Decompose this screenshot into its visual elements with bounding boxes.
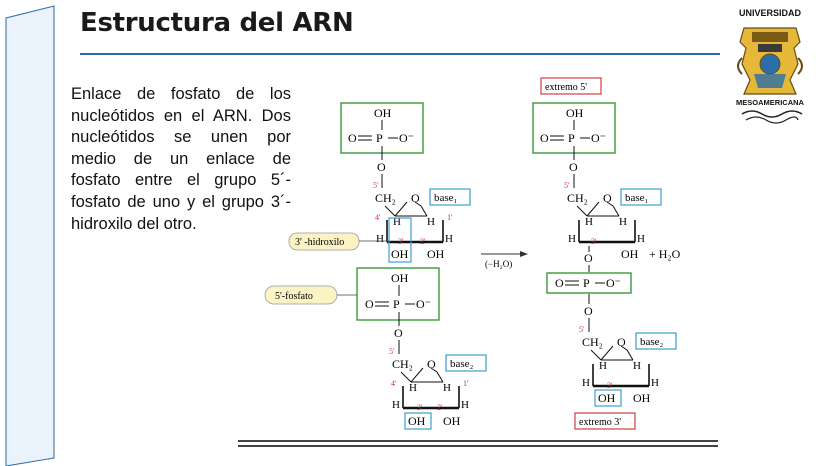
o-ring-label: O bbox=[617, 335, 626, 349]
base2-label: base₂ bbox=[640, 336, 664, 348]
oh-label: OH bbox=[427, 247, 445, 261]
p-label: P bbox=[376, 131, 383, 145]
title-rule bbox=[80, 53, 720, 55]
o-label: O bbox=[348, 131, 357, 145]
p-label: P bbox=[393, 297, 400, 311]
oh-label: OH bbox=[374, 106, 392, 120]
bottom-rule bbox=[238, 440, 718, 442]
h-label: H bbox=[585, 216, 593, 228]
slide-title: Estructura del ARN bbox=[80, 8, 354, 38]
oh-label: OH bbox=[408, 414, 426, 428]
oh-label: OH bbox=[633, 391, 651, 405]
prime-3-label: 3' bbox=[607, 381, 613, 390]
o-ring-label: O bbox=[411, 191, 420, 205]
extremo5-box bbox=[540, 77, 602, 95]
ch2-label: CH₂ bbox=[582, 335, 603, 349]
base-box bbox=[620, 188, 662, 206]
logo-top-text: UNIVERSIDAD bbox=[738, 8, 801, 18]
h-label: H bbox=[619, 216, 627, 228]
hydroxyl-box bbox=[404, 412, 432, 430]
prime-4-label: 4' bbox=[375, 213, 381, 222]
ch2-label: CH₂ bbox=[375, 191, 396, 205]
oh-label: OH bbox=[391, 271, 409, 285]
prime-5-label: 5' bbox=[373, 181, 379, 190]
h-label: H bbox=[443, 382, 451, 394]
oh-label: OH bbox=[391, 247, 409, 261]
decorative-shape bbox=[5, 5, 55, 466]
hydroxyl-box bbox=[388, 217, 412, 263]
o-label: O bbox=[555, 276, 564, 290]
hidroxilo-label-box bbox=[288, 232, 360, 251]
prime-1-label: 1' bbox=[463, 379, 469, 388]
o-label: O bbox=[584, 251, 593, 265]
h-label: H bbox=[392, 399, 400, 411]
university-logo: UNIVERSIDAD MESOAMERICANA bbox=[722, 8, 818, 128]
reaction-label: (−H₂O) bbox=[485, 259, 512, 269]
extremo5-label: extremo 5' bbox=[545, 82, 587, 93]
o-label: O bbox=[365, 297, 374, 311]
prime-3-label: 3' bbox=[417, 403, 423, 412]
o-label: O bbox=[540, 131, 549, 145]
h-label: H bbox=[637, 233, 645, 245]
base-box bbox=[635, 332, 677, 350]
oh-label: OH bbox=[443, 414, 461, 428]
prime-3-label: 3' bbox=[398, 237, 404, 246]
hidroxilo-label: 3' -hidroxilo bbox=[295, 237, 344, 248]
plus-water-label: + H₂O bbox=[649, 247, 681, 261]
prime-2-label: 2' bbox=[420, 237, 426, 246]
oh-label: OH bbox=[598, 391, 616, 405]
h-label: H bbox=[582, 377, 590, 389]
phosphate-box-left-bottom bbox=[356, 267, 440, 321]
h-label: H bbox=[633, 360, 641, 372]
base2-label: base₂ bbox=[450, 358, 474, 370]
h-label: H bbox=[409, 382, 417, 394]
base1-label: base₁ bbox=[434, 192, 458, 204]
o-minus-label: O⁻ bbox=[416, 297, 431, 311]
p-label: P bbox=[568, 131, 575, 145]
prime-4-label: 4' bbox=[391, 379, 397, 388]
prime-1-label: 1' bbox=[447, 213, 453, 222]
o-minus-label: O⁻ bbox=[399, 131, 414, 145]
o-ring-label: O bbox=[603, 191, 612, 205]
prime-5-label: 5' bbox=[389, 347, 395, 356]
prime-5-label: 5' bbox=[564, 181, 570, 190]
extremo3-box bbox=[574, 412, 636, 430]
h-label: H bbox=[376, 233, 384, 245]
o-label: O bbox=[394, 326, 403, 340]
p-label: P bbox=[583, 276, 590, 290]
o-minus-label: O⁻ bbox=[606, 276, 621, 290]
base-box bbox=[429, 188, 471, 206]
o-ring-label: O bbox=[427, 357, 436, 371]
h-label: H bbox=[568, 233, 576, 245]
h-label: H bbox=[461, 399, 469, 411]
bottom-rule bbox=[238, 445, 718, 447]
oh-label: OH bbox=[621, 247, 639, 261]
fosfato-label: 5'-fosfato bbox=[275, 291, 313, 302]
prime-2-label: 2' bbox=[437, 403, 443, 412]
phosphate-box-right-middle bbox=[546, 272, 632, 294]
logo-emblem-icon bbox=[737, 27, 803, 124]
h-label: H bbox=[599, 360, 607, 372]
h-label: H bbox=[651, 377, 659, 389]
base-box bbox=[445, 354, 487, 372]
h-label: H bbox=[445, 233, 453, 245]
hydroxyl-box bbox=[594, 389, 622, 407]
o-label: O bbox=[584, 304, 593, 318]
h-label: H bbox=[427, 216, 435, 228]
ch2-label: CH₂ bbox=[567, 191, 588, 205]
o-minus-label: O⁻ bbox=[591, 131, 606, 145]
base1-label: base₁ bbox=[625, 192, 649, 204]
o-label: O bbox=[377, 160, 386, 174]
oh-label: OH bbox=[566, 106, 584, 120]
rna-linkage-diagram: OH O P O⁻ O 5' CH₂ O base₁ 4' 1' H H 3' … bbox=[264, 77, 681, 430]
logo-bottom-text: MESOAMERICANA bbox=[736, 98, 804, 107]
extremo3-label: extremo 3' bbox=[579, 417, 621, 428]
prime-5-label: 5' bbox=[579, 325, 585, 334]
o-label: O bbox=[569, 160, 578, 174]
prime-3-label: 3' bbox=[591, 237, 597, 246]
ch2-label: CH₂ bbox=[392, 357, 413, 371]
h-label: H bbox=[393, 216, 401, 228]
body-paragraph: Enlace de fosfato de los nucleótidos en … bbox=[71, 85, 291, 233]
